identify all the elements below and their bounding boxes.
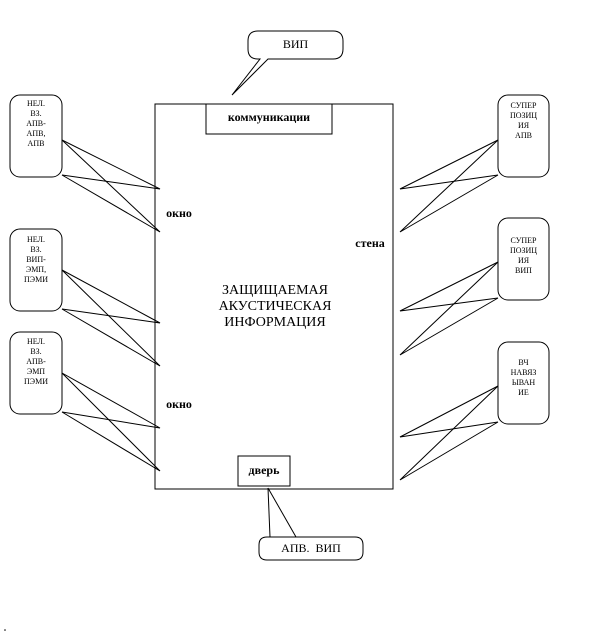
left-2-pointers [61,269,161,367]
callout-right-2-shape [497,217,550,301]
callout-right-3-text: ВЧ НАВЯЗ ЫВАН ИЕ [510,358,537,397]
wall-label: стена [355,236,385,250]
center-text: ЗАЩИЩАЕМАЯ АКУСТИЧЕСКАЯ ИНФОРМАЦИЯ [218,283,332,330]
callout-left-3-text: НЕЛ. ВЗ. АПВ- ЭМП ПЭМИ [24,337,48,386]
callout-right-1-shape [497,94,550,178]
protected-room [154,103,394,490]
communications-label: коммуникации [227,110,311,124]
callout-top-shape [231,30,344,96]
right-2-pointers [399,261,499,356]
communications-box [205,103,333,135]
callout-left-1-shape [9,94,63,178]
callout-right-2-text: СУПЕР ПОЗИЦ ИЯ ВИП [509,236,538,275]
callout-right-3-shape [497,341,550,425]
callout-bottom-pointer-2 [267,487,297,538]
door-label: дверь [248,463,280,477]
window-bottom-label: окно [166,397,192,411]
callout-left-2-text: НЕЛ. ВЗ. ВИП- ЭМП, ПЭМИ [24,235,48,284]
left-3-pointers [61,372,161,472]
right-1-pointers [399,139,499,233]
right-3-pointers [399,385,499,481]
callout-top-text: ВИП [282,37,309,51]
left-1-pointers [61,139,161,233]
callout-bottom-shape [258,536,364,561]
stray-dot [4,629,6,631]
door-box [237,455,291,487]
callout-left-1-text: НЕЛ. ВЗ. АПВ- АПВ, АПВ [26,99,46,148]
callout-right-1-text: СУПЕР ПОЗИЦ ИЯ АПВ [509,101,538,140]
window-top-label: окно [166,206,192,220]
callout-bottom-pointer-1 [267,487,271,538]
callout-bottom-text: АПВ. ВИП [281,541,341,555]
